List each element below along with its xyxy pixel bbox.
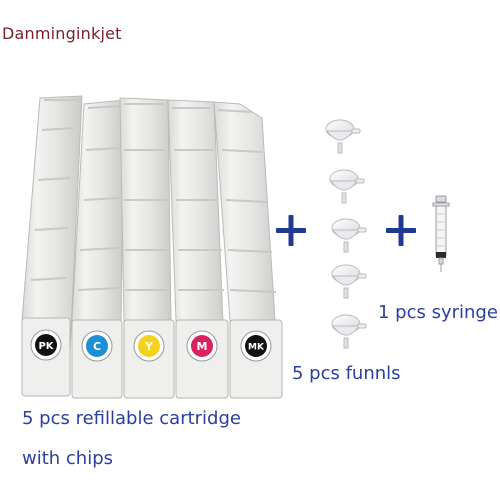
badge-label-pk: PK: [38, 341, 54, 352]
funnel-icon: [329, 169, 365, 204]
cartridges-caption-line1: 5 pcs refillable cartridge: [22, 408, 241, 429]
badge-label-m: M: [197, 340, 208, 353]
brand-watermark: Danminginkjet: [2, 24, 122, 43]
badge-label-mk: MK: [248, 343, 265, 353]
badge-m: M: [186, 330, 218, 362]
badge-label-c: C: [93, 340, 101, 353]
cartridges-caption-line2: with chips: [22, 448, 114, 469]
badge-label-y: Y: [144, 340, 154, 353]
plus-icon: [386, 215, 416, 246]
plus-icon: [276, 215, 306, 246]
badge-pk: PK: [30, 329, 62, 361]
funnel-icon: [331, 314, 367, 349]
badge-mk: MK: [240, 330, 272, 362]
funnel-stack: [325, 119, 367, 349]
cartridge-row: PK C Y M MK: [21, 95, 283, 399]
funnel-icon: [331, 218, 367, 253]
badge-y: Y: [133, 330, 165, 362]
funnel-icon: [325, 119, 361, 154]
funnels-caption: 5 pcs funnls: [292, 363, 401, 384]
syringe-caption: 1 pcs syringe: [378, 302, 498, 323]
funnel-icon: [331, 264, 367, 299]
badge-c: C: [81, 330, 113, 362]
syringe-icon: [432, 195, 450, 272]
